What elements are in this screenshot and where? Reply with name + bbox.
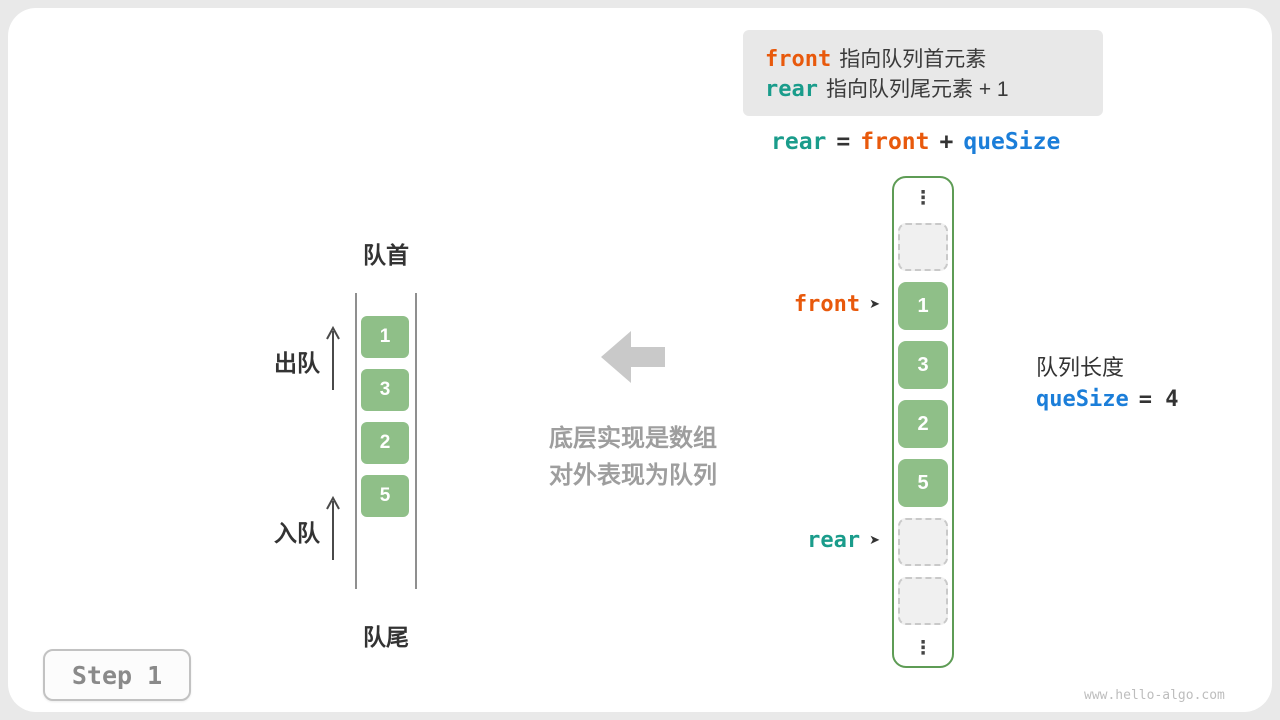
dequeue-label: 出队 xyxy=(274,350,320,376)
ellipsis-bottom: ⋮ xyxy=(913,638,933,659)
legend-line-rear: rear 指向队列尾元素 + 1 xyxy=(765,73,1081,103)
queue-cell: 2 xyxy=(361,422,409,464)
left-block-arrow-icon xyxy=(601,331,665,383)
caption: 底层实现是数组 对外表现为队列 xyxy=(503,420,763,494)
queue-cell: 1 xyxy=(361,316,409,358)
array-cell: 1 xyxy=(898,282,948,330)
queue-cell: 5 xyxy=(361,475,409,517)
equation-quesize: queSize xyxy=(963,129,1061,155)
front-pointer: front ➤ xyxy=(748,289,880,319)
array-cell-empty xyxy=(898,518,948,566)
array-cell: 3 xyxy=(898,341,948,389)
queue-right-wall xyxy=(415,293,417,589)
equation-front: front xyxy=(860,129,930,155)
enqueue-arrow-icon xyxy=(326,495,340,560)
watermark: www.hello-algo.com xyxy=(1084,688,1225,703)
legend-line-front: front 指向队列首元素 xyxy=(765,43,1081,73)
step-badge: Step 1 xyxy=(43,649,191,701)
quesize-number: = 4 xyxy=(1138,387,1179,412)
rear-keyword: rear xyxy=(765,77,818,102)
diagram-card: front 指向队列首元素 rear 指向队列尾元素 + 1 rear = front +… xyxy=(8,8,1272,712)
equation-rear: rear xyxy=(771,129,827,155)
array-cell-empty xyxy=(898,577,948,625)
legend-box: front 指向队列首元素 rear 指向队列尾元素 + 1 xyxy=(743,30,1103,116)
queue-cell: 3 xyxy=(361,369,409,411)
queue-length-label: 队列长度 xyxy=(1036,355,1125,380)
rear-pointer-label: rear xyxy=(807,527,861,553)
caption-line1: 底层实现是数组 xyxy=(549,425,717,452)
array-cell: 5 xyxy=(898,459,948,507)
equation-equals: = xyxy=(836,129,851,155)
array-cell: 2 xyxy=(898,400,948,448)
ellipsis-top: ⋮ xyxy=(913,188,933,209)
queue-left-wall xyxy=(355,293,357,589)
front-description: 指向队列首元素 xyxy=(839,48,987,71)
equation-plus: + xyxy=(939,129,954,155)
rear-description: 指向队列尾元素 + 1 xyxy=(825,78,1009,101)
quesize-keyword: queSize xyxy=(1036,387,1129,412)
front-keyword: front xyxy=(765,47,832,72)
enqueue-label: 入队 xyxy=(274,520,320,546)
rear-equation: rear = front + queSize xyxy=(771,128,1060,155)
quesize-value: queSize = 4 xyxy=(1036,386,1178,412)
rear-pointer: rear ➤ xyxy=(748,525,880,555)
front-pointer-label: front xyxy=(793,291,861,317)
rear-pointer-arrow-icon: ➤ xyxy=(869,532,880,547)
array-cell-empty xyxy=(898,223,948,271)
array-container: ⋮ 1 3 2 5 ⋮ xyxy=(892,176,954,668)
queue-head-label: 队首 xyxy=(363,242,409,268)
dequeue-arrow-icon xyxy=(326,325,340,390)
front-pointer-arrow-icon: ➤ xyxy=(869,296,880,311)
queue-tail-label: 队尾 xyxy=(363,624,409,650)
caption-line2: 对外表现为队列 xyxy=(549,462,717,489)
